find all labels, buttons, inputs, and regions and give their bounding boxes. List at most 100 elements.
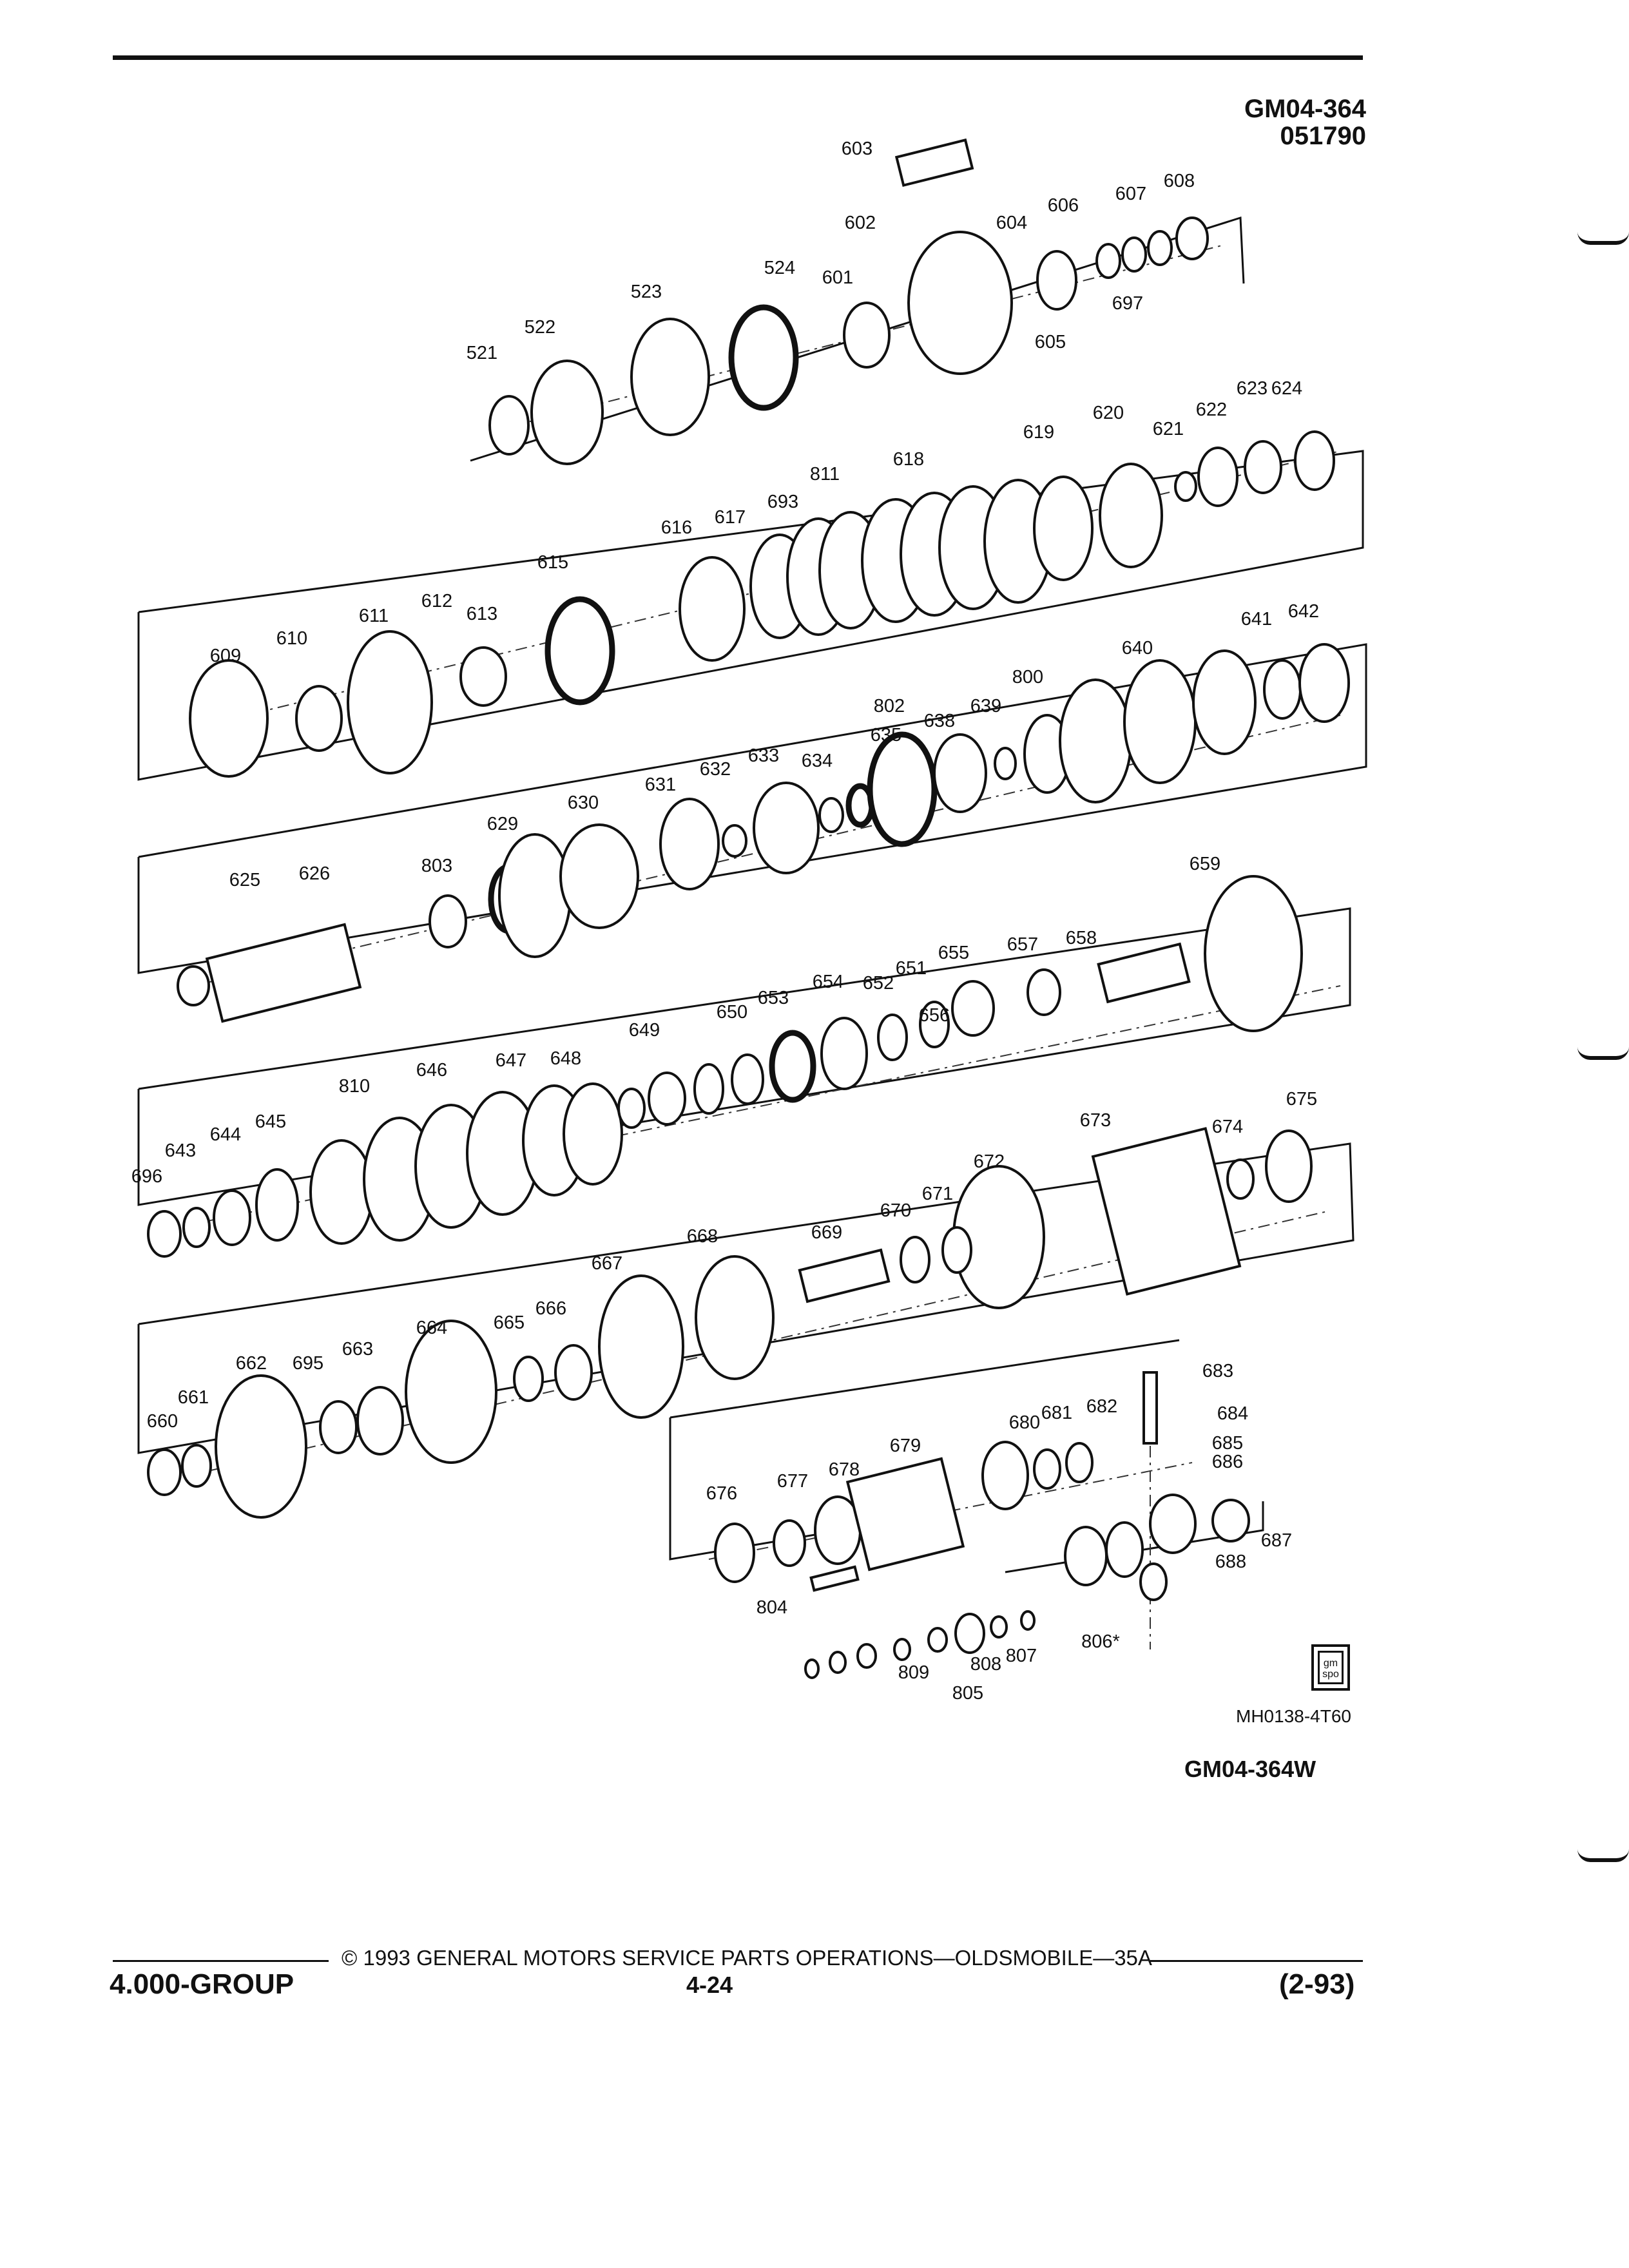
callout-679: 679 [890,1436,921,1456]
binding-mark [1577,232,1629,245]
callout-602: 602 [845,213,876,233]
callout-619: 619 [1023,422,1054,443]
callout-673: 673 [1080,1110,1111,1131]
callout-618: 618 [893,449,924,470]
callout-806: 806* [1081,1631,1120,1652]
callout-684: 684 [1217,1403,1248,1424]
callout-632: 632 [700,759,731,780]
callout-623: 623 [1237,378,1268,399]
callout-675: 675 [1286,1089,1317,1110]
group-label: 4.000-GROUP [110,1968,294,2000]
callout-669: 669 [811,1222,842,1243]
callout-644: 644 [210,1124,241,1145]
binding-mark [1577,1047,1629,1060]
callout-625: 625 [229,870,260,890]
callout-639: 639 [970,696,1001,716]
callout-631: 631 [645,774,676,795]
callout-629: 629 [487,814,518,834]
callout-665: 665 [494,1312,525,1333]
callout-643: 643 [165,1140,196,1161]
callout-671: 671 [922,1184,953,1204]
callout-649: 649 [629,1020,660,1041]
callout-617: 617 [715,507,746,528]
callout-616: 616 [661,517,692,538]
callout-674: 674 [1212,1117,1243,1137]
callout-638: 638 [924,711,955,731]
diagram-serial: 051790 [1280,122,1366,150]
callout-685: 685 [1212,1433,1243,1454]
callout-labels: 603 602 604 606 607 608 524 601 523 522 521 605 697 6… [131,139,1319,1704]
callout-805: 805 [952,1683,983,1704]
callout-521: 521 [467,343,497,363]
callout-697: 697 [1112,293,1143,314]
callout-663: 663 [342,1339,373,1360]
callout-650: 650 [717,1002,747,1023]
figure-id: GM04-364W [1184,1756,1316,1782]
callout-807: 807 [1006,1646,1037,1666]
callout-605: 605 [1035,332,1066,352]
callout-808: 808 [970,1654,1001,1675]
callout-682: 682 [1086,1396,1117,1417]
callout-653: 653 [758,988,789,1008]
callout-524: 524 [764,258,795,278]
callout-652: 652 [863,973,894,994]
callout-630: 630 [568,793,599,813]
callout-810: 810 [339,1076,370,1097]
callout-640: 640 [1122,638,1153,658]
callout-522: 522 [525,317,555,338]
callout-693: 693 [767,492,798,512]
callout-688: 688 [1215,1552,1246,1572]
callout-802: 802 [874,696,905,716]
callout-606: 606 [1048,195,1079,216]
callout-686: 686 [1212,1452,1243,1472]
callout-696: 696 [131,1166,162,1187]
callout-695: 695 [293,1353,323,1374]
callout-603: 603 [842,139,872,159]
callout-656: 656 [919,1005,950,1026]
page-number: 4-24 [686,1972,733,1998]
top-rule [113,55,1363,60]
callout-687: 687 [1261,1530,1292,1551]
callout-661: 661 [178,1387,209,1408]
callout-683: 683 [1202,1361,1233,1381]
callout-647: 647 [496,1050,526,1071]
callout-660: 660 [147,1411,178,1432]
callout-677: 677 [777,1471,808,1492]
callout-659: 659 [1190,854,1220,874]
callout-615: 615 [537,552,568,573]
callout-608: 608 [1164,171,1195,191]
callout-613: 613 [467,604,497,624]
callout-610: 610 [276,628,307,649]
callout-681: 681 [1041,1403,1072,1423]
callout-635: 635 [871,725,901,745]
footer-rule-right [1150,1960,1363,1962]
callout-680: 680 [1009,1412,1040,1433]
callout-641: 641 [1241,609,1272,629]
callout-676: 676 [706,1483,737,1504]
callout-624: 624 [1271,378,1302,399]
callout-667: 667 [592,1253,622,1274]
callout-626: 626 [299,863,330,884]
callout-678: 678 [829,1459,860,1480]
callout-654: 654 [813,972,843,992]
callout-633: 633 [748,745,779,766]
callout-800: 800 [1012,667,1043,687]
callout-607: 607 [1115,184,1146,204]
callout-645: 645 [255,1111,286,1132]
callout-662: 662 [236,1353,267,1374]
callout-809: 809 [898,1662,929,1683]
callout-620: 620 [1093,403,1124,423]
gm-spo-logo-text: gm spo [1318,1651,1344,1684]
diagram-code: GM04-364 [1244,95,1366,123]
callout-670: 670 [880,1200,911,1221]
callout-601: 601 [822,267,853,288]
footer-rule-left [113,1960,329,1962]
callout-657: 657 [1007,934,1038,955]
callout-642: 642 [1288,601,1319,622]
callout-668: 668 [687,1226,718,1247]
callout-634: 634 [802,751,833,771]
callout-523: 523 [631,282,662,302]
callout-604: 604 [996,213,1027,233]
callout-803: 803 [421,856,452,876]
callout-804: 804 [757,1597,787,1618]
